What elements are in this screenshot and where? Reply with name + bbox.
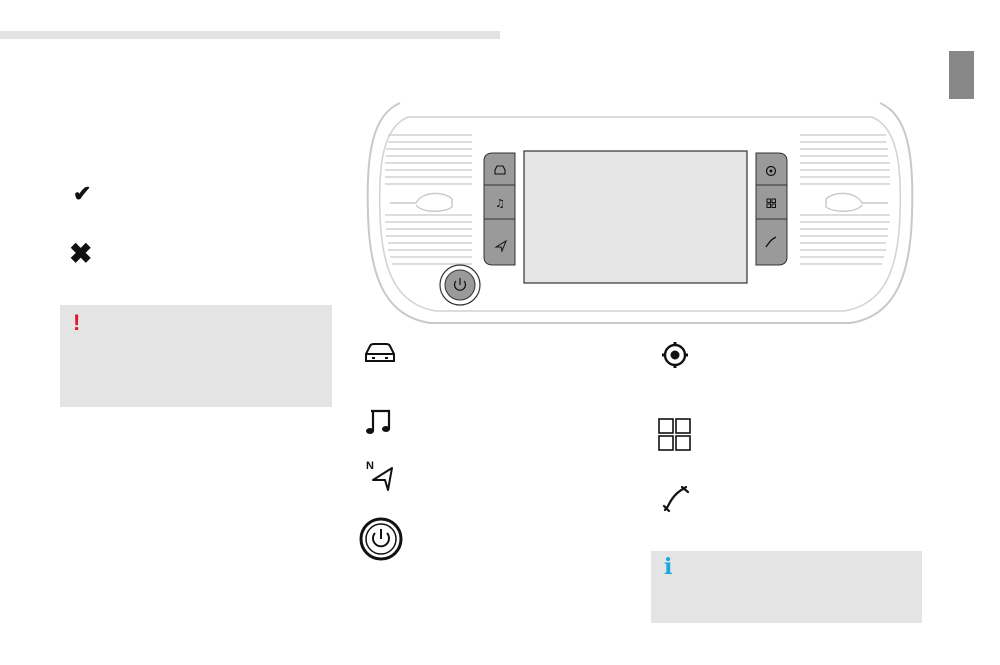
settings-icon (660, 340, 690, 370)
settings-icon (765, 165, 777, 177)
apps-grid-icon (658, 418, 692, 452)
cross-icon: ✖ (69, 238, 93, 269)
info-note (651, 551, 922, 623)
header-rule (0, 31, 500, 39)
media-button[interactable] (483, 184, 516, 220)
vehicle-button[interactable] (483, 152, 516, 186)
settings-button[interactable] (755, 152, 788, 186)
right-button-column (755, 152, 788, 266)
music-note-icon: ♫ (495, 197, 505, 210)
power-icon (359, 517, 403, 561)
navigation-button[interactable] (483, 218, 516, 266)
info-icon: i (664, 554, 673, 580)
warning-icon: ! (73, 310, 81, 335)
compass-north-label: N (366, 460, 374, 472)
car-icon (494, 165, 506, 175)
power-knob[interactable] (439, 264, 481, 306)
apps-grid-icon (766, 198, 776, 208)
phone-button[interactable] (755, 218, 788, 266)
left-air-vent (385, 134, 472, 265)
page-edge-tab (949, 51, 974, 99)
music-note-icon (365, 408, 393, 436)
navigation-icon (494, 239, 508, 253)
warning-note (60, 305, 332, 407)
navigation-icon: N (365, 458, 395, 494)
car-icon (363, 341, 397, 365)
check-icon: ✔ (73, 181, 92, 206)
touchscreen-display[interactable] (523, 150, 748, 284)
right-air-vent (800, 134, 890, 265)
dashboard-panel: ♫ (366, 102, 914, 324)
left-button-column: ♫ (483, 152, 516, 266)
phone-icon (662, 484, 690, 514)
phone-icon (765, 236, 777, 248)
